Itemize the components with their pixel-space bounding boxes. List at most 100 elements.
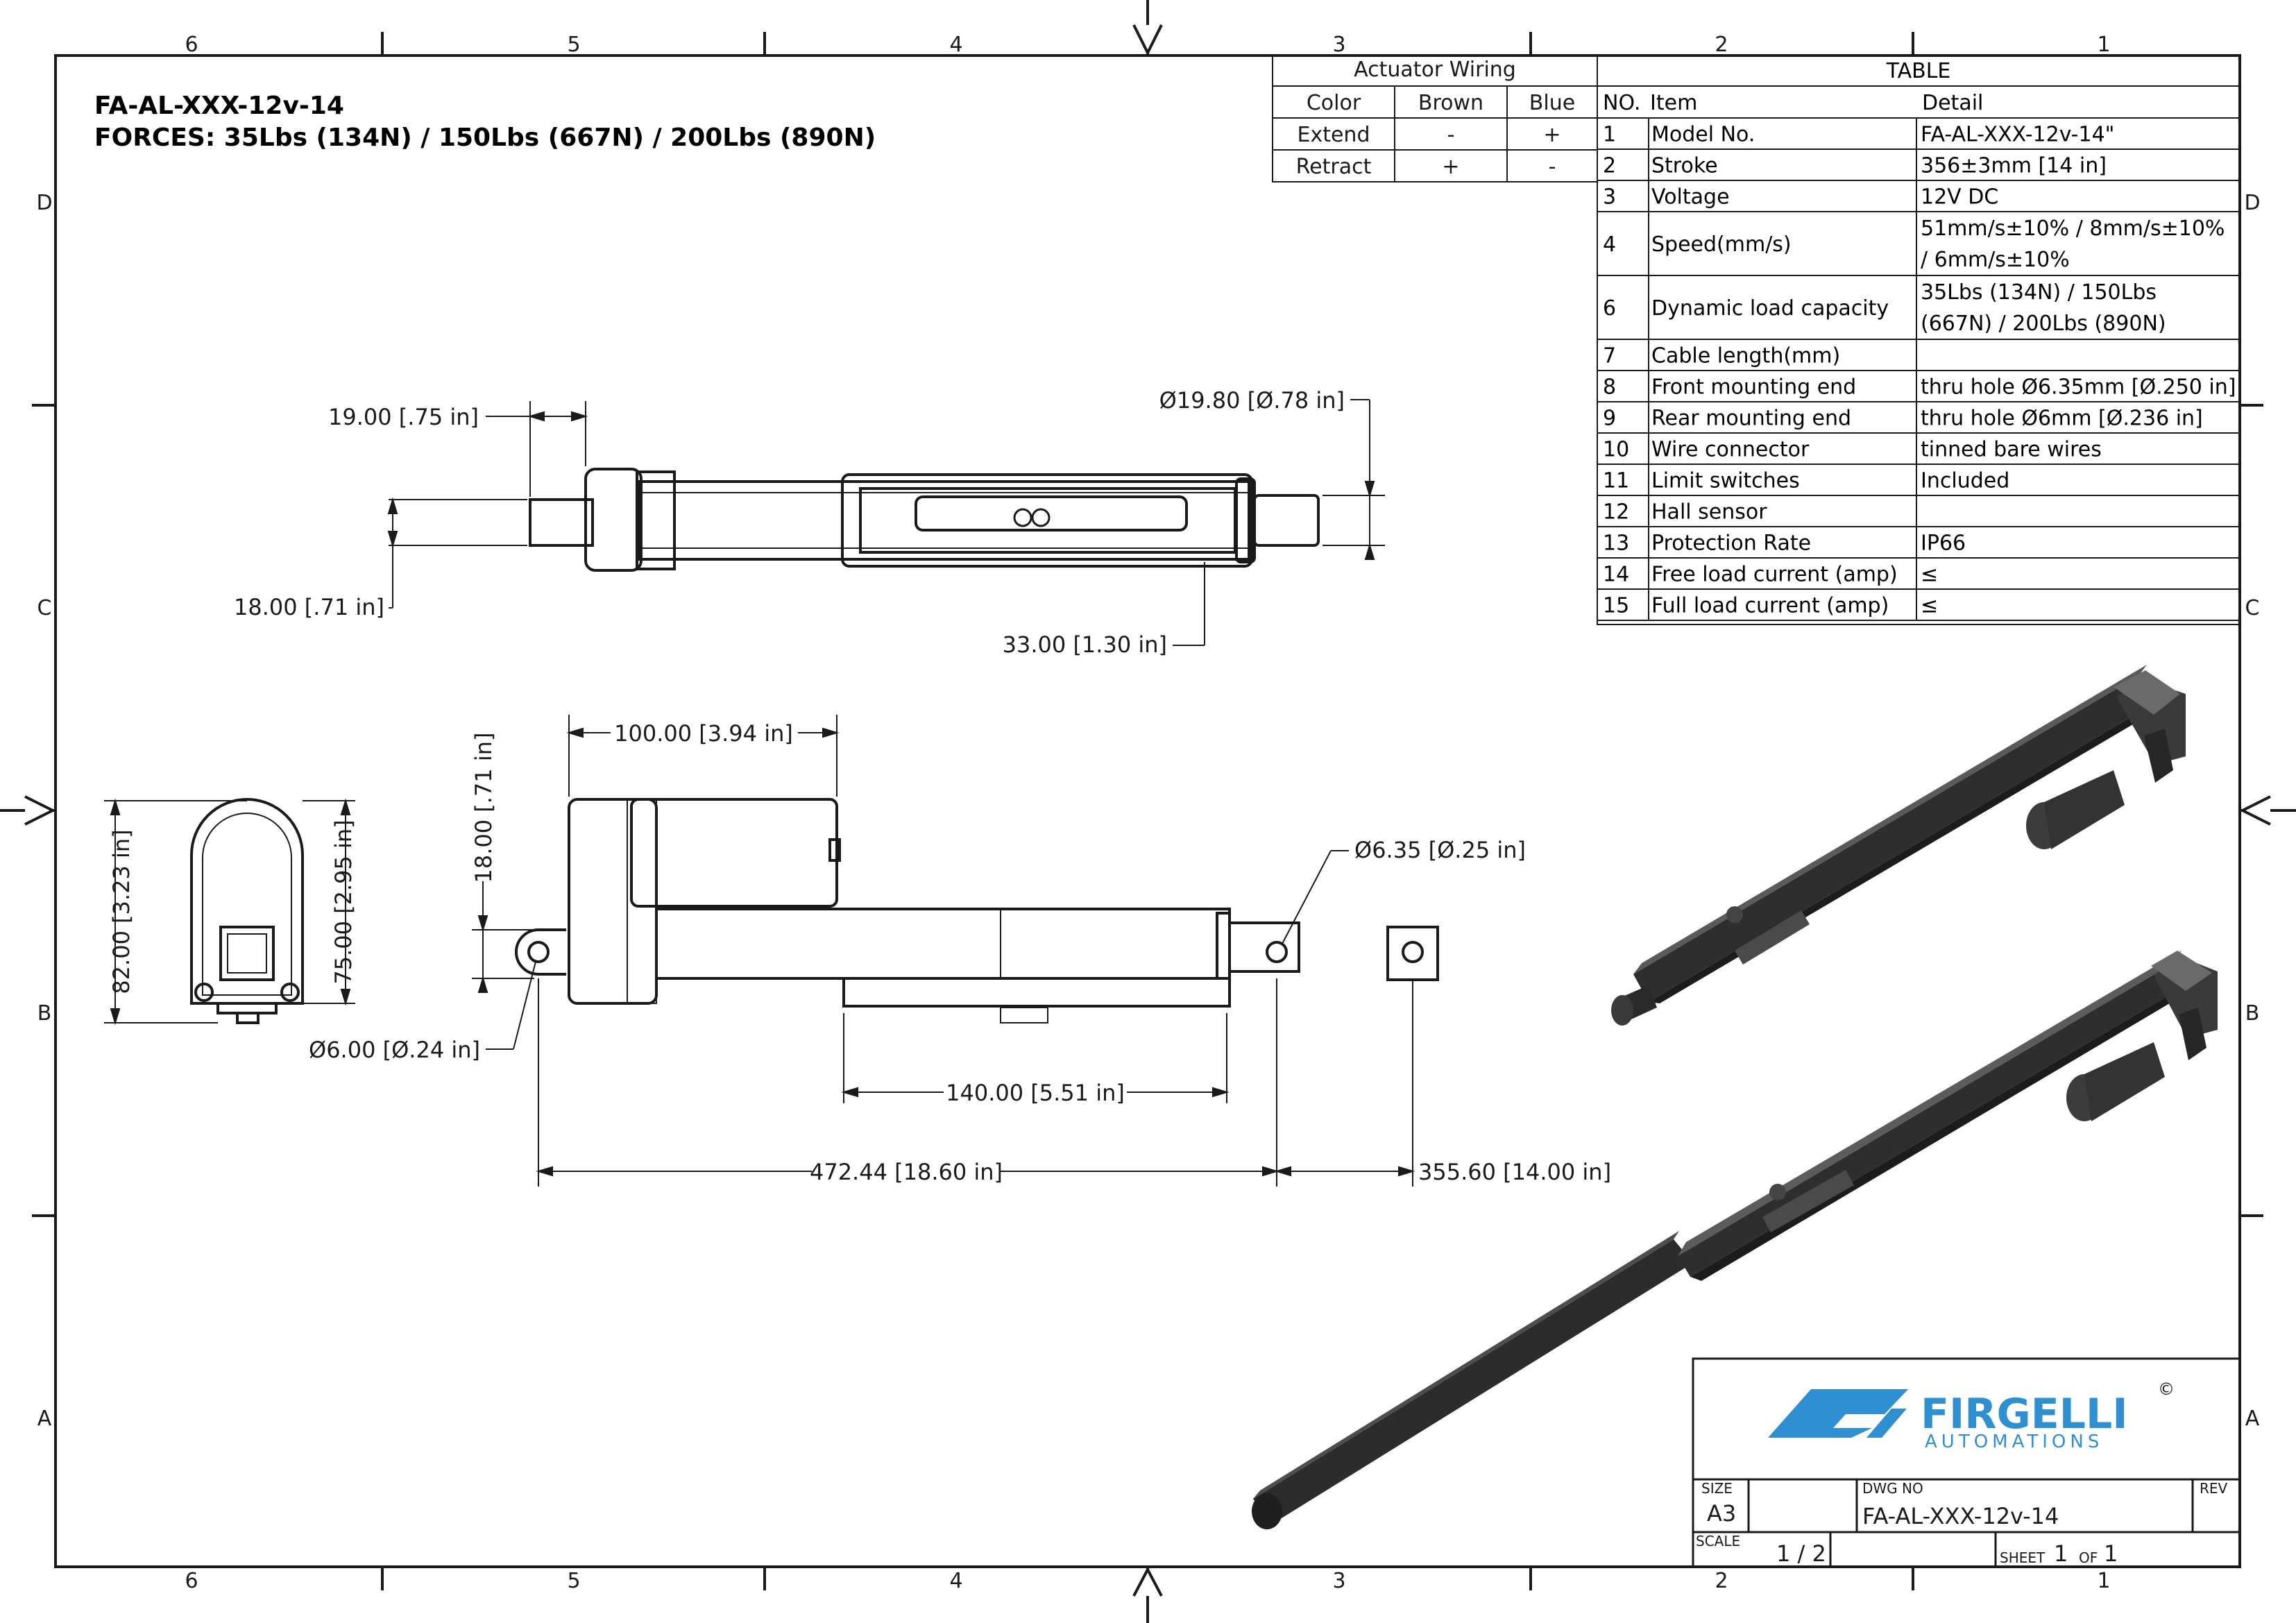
side-front-cap bbox=[1216, 912, 1231, 980]
col-label-bottom-6: 6 bbox=[185, 1569, 198, 1593]
spec-row-no: 7 bbox=[1603, 344, 1616, 368]
end-view-dim-labels: 82.00 [3.23 in] 75.00 [2.95 in] bbox=[108, 819, 357, 994]
col-label-top-4: 4 bbox=[949, 33, 962, 57]
spec-row-no: 13 bbox=[1603, 532, 1629, 556]
top-view bbox=[529, 468, 1320, 572]
spec-header-item: Item bbox=[1650, 91, 1697, 115]
wiring-extend-label: Extend bbox=[1298, 123, 1370, 147]
wiring-title: Actuator Wiring bbox=[1354, 58, 1516, 82]
row-label-right-c: C bbox=[2245, 596, 2260, 620]
side-main-tube bbox=[655, 908, 1231, 980]
spec-row-detail: FA-AL-XXX-12v-14" bbox=[1921, 123, 2114, 147]
dim-end-width: 75.00 [2.95 in] bbox=[330, 819, 357, 984]
spec-row-no: 11 bbox=[1603, 469, 1629, 493]
end-view-boss bbox=[219, 926, 275, 981]
rod-end-part-hole bbox=[1402, 941, 1424, 963]
row-label-left-d: D bbox=[36, 191, 52, 215]
logo-mark bbox=[1768, 1389, 1908, 1438]
wiring-retract-label: Retract bbox=[1296, 155, 1372, 179]
iso-extended bbox=[1252, 951, 2218, 1529]
dim-end-height: 82.00 [3.23 in] bbox=[108, 829, 135, 994]
top-view-dimensions bbox=[387, 399, 1385, 646]
wiring-table: Actuator Wiring Color Brown Blue Extend … bbox=[1272, 55, 1598, 182]
rear-cap bbox=[584, 468, 643, 572]
rod-end bbox=[1253, 494, 1320, 547]
spec-row-item: Speed(mm/s) bbox=[1651, 232, 1792, 257]
spec-row-no: 2 bbox=[1603, 154, 1616, 178]
zone-labels: 6 5 4 3 2 1 6 5 4 3 2 1 D C B A D C B A bbox=[36, 33, 2260, 1593]
col-label-top-1: 1 bbox=[2097, 33, 2110, 57]
spec-table-title: TABLE bbox=[1886, 59, 1951, 83]
zone-ticks bbox=[32, 32, 2263, 1590]
wiring-header-color: Color bbox=[1307, 91, 1361, 115]
rear-hole bbox=[527, 941, 550, 963]
spec-row-detail: Included bbox=[1921, 469, 2009, 493]
spec-table-row: 2 Stroke 356±3mm [14 in] bbox=[1597, 149, 2240, 181]
spec-row-item: Full load current (amp) bbox=[1651, 594, 1889, 618]
rear-clevis bbox=[515, 928, 566, 976]
spec-row-detail: ≤ bbox=[1921, 594, 1938, 618]
cap-collar bbox=[636, 470, 676, 570]
gear-housing bbox=[568, 798, 658, 1005]
spec-row-detail: 51mm/s±10% / 8mm/s±10% bbox=[1921, 216, 2225, 241]
iso-retracted bbox=[1611, 665, 2186, 1026]
spec-table-row: 7 Cable length(mm) bbox=[1597, 339, 2240, 371]
wiring-extend-brown: - bbox=[1447, 123, 1455, 147]
inner-slot bbox=[915, 495, 1188, 532]
spec-row-detail: 35Lbs (134N) / 150Lbs bbox=[1921, 280, 2157, 305]
end-view-outline bbox=[190, 798, 304, 1005]
motor-can bbox=[630, 798, 838, 908]
dim-housing-length: 140.00 [5.51 in] bbox=[946, 1080, 1125, 1106]
col-label-bottom-4: 4 bbox=[949, 1569, 962, 1593]
spec-row-detail: / 6mm/s±10% bbox=[1921, 248, 2070, 272]
spec-row-no: 12 bbox=[1603, 500, 1629, 525]
screw-a bbox=[1013, 508, 1032, 527]
wiring-header-brown: Brown bbox=[1418, 91, 1483, 115]
dim-rear-hole: Ø6.00 [Ø.24 in] bbox=[309, 1037, 480, 1063]
row-label-left-b: B bbox=[37, 1001, 52, 1026]
spec-header-detail: Detail bbox=[1922, 91, 1983, 115]
sheet-label: SHEET bbox=[2000, 1549, 2046, 1566]
motor-housing-top bbox=[841, 473, 1253, 568]
spec-row-item: Rear mounting end bbox=[1651, 407, 1851, 431]
screw-b bbox=[1031, 508, 1051, 527]
dim-rod-tip-length: 19.00 [.75 in] bbox=[328, 404, 479, 430]
firgelli-logo: FIRGELLI AUTOMATIONS © bbox=[1768, 1379, 2175, 1452]
front-hole bbox=[1266, 941, 1288, 963]
col-label-top-5: 5 bbox=[567, 33, 580, 57]
spec-row-item: Stroke bbox=[1651, 154, 1718, 178]
spec-row-no: 1 bbox=[1603, 123, 1616, 147]
spec-row-no: 8 bbox=[1603, 375, 1616, 400]
dwg-label: DWG NO bbox=[1862, 1480, 1923, 1497]
spec-row-detail: 356±3mm [14 in] bbox=[1921, 154, 2107, 178]
lower-rail bbox=[842, 977, 1231, 1008]
end-view-screw-l bbox=[194, 983, 214, 1002]
col-label-top-6: 6 bbox=[185, 33, 198, 57]
col-label-bottom-3: 3 bbox=[1332, 1569, 1345, 1593]
title-block bbox=[1692, 1357, 2241, 1568]
dim-rod-tip-dia: Ø19.80 [Ø.78 in] bbox=[1159, 387, 1345, 414]
dim-rod-end-height: 18.00 [.71 in] bbox=[234, 594, 384, 620]
spec-row-item: Protection Rate bbox=[1651, 532, 1811, 556]
row-label-left-a: A bbox=[37, 1407, 52, 1431]
col-label-bottom-2: 2 bbox=[1715, 1569, 1728, 1593]
dim-front-hole: Ø6.35 [Ø.25 in] bbox=[1354, 837, 1526, 863]
model-title: FA-AL-XXX-12v-14 bbox=[94, 92, 344, 120]
spec-row-detail: (667N) / 200Lbs (890N) bbox=[1921, 312, 2166, 336]
spec-row-item: Free load current (amp) bbox=[1651, 563, 1898, 587]
spec-row-item: Voltage bbox=[1651, 185, 1730, 210]
spec-row-item: Dynamic load capacity bbox=[1651, 296, 1889, 321]
sheet-value: 1 bbox=[2054, 1540, 2068, 1567]
spec-row-detail: 12V DC bbox=[1921, 185, 1998, 210]
spec-row-item: Cable length(mm) bbox=[1651, 344, 1840, 368]
col-label-top-3: 3 bbox=[1332, 33, 1345, 57]
